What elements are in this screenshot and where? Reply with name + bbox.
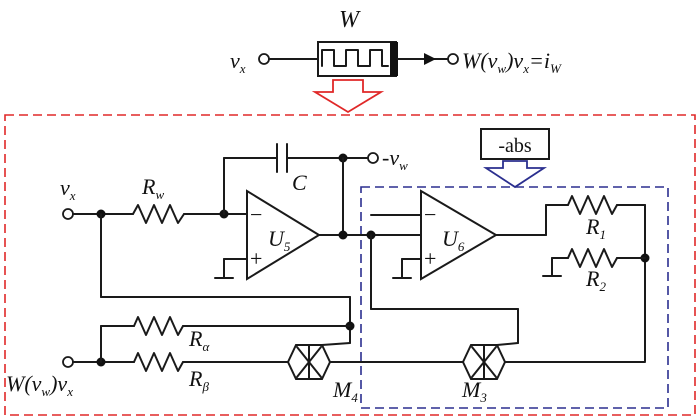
resistor-Ralpha xyxy=(133,316,184,336)
U5-minus: − xyxy=(250,202,262,227)
vw-terminal xyxy=(367,152,379,164)
U6-label: U6 xyxy=(442,226,465,254)
vx-terminal xyxy=(62,208,74,220)
multiplier-M3 xyxy=(461,344,507,380)
wout-label: W(vw)vx xyxy=(6,371,73,399)
symbol-input-terminal xyxy=(258,53,270,65)
U6-plus: + xyxy=(424,246,436,271)
U5-label: U5 xyxy=(268,226,291,254)
abs-box xyxy=(480,128,550,160)
wout-terminal xyxy=(62,356,74,368)
symbol-title: W xyxy=(339,7,361,33)
Ralpha-label: Rα xyxy=(188,326,210,354)
U5-plus: + xyxy=(250,246,262,271)
symbol-output-label: W(vw)vx=iW xyxy=(462,48,562,76)
R1-label: R1 xyxy=(585,214,606,242)
symbol-input-label: vx xyxy=(230,48,246,76)
vx-label: vx xyxy=(60,175,76,203)
inner-abs-box xyxy=(360,186,669,409)
blue-arrow xyxy=(482,160,548,189)
opamp-U6 xyxy=(420,189,498,281)
multiplier-M4 xyxy=(286,344,332,380)
resistor-R1 xyxy=(567,195,618,215)
resistor-Rbeta xyxy=(133,352,184,372)
outer-emulator-box xyxy=(4,114,696,416)
opamp-U5 xyxy=(246,189,321,281)
resistor-Rw xyxy=(132,204,185,224)
resistor-R2 xyxy=(567,248,618,268)
memristor-polarity-band xyxy=(390,42,398,76)
u5-out-junction xyxy=(338,230,348,240)
U6-minus: − xyxy=(424,202,436,227)
Rbeta-label: Rβ xyxy=(188,366,209,394)
M4-label: M4 xyxy=(332,377,358,405)
red-expand-arrow xyxy=(311,79,385,114)
vw-label: -vw xyxy=(382,145,408,173)
current-arrow-head xyxy=(424,53,436,65)
M3-label: M3 xyxy=(461,377,487,405)
C-label: C xyxy=(292,170,307,195)
R2-label: R2 xyxy=(585,266,606,294)
memristor-zigzag xyxy=(321,49,389,67)
symbol-output-terminal xyxy=(447,53,459,65)
Rw-label: Rw xyxy=(141,174,164,202)
abs-label: -abs xyxy=(498,135,532,157)
